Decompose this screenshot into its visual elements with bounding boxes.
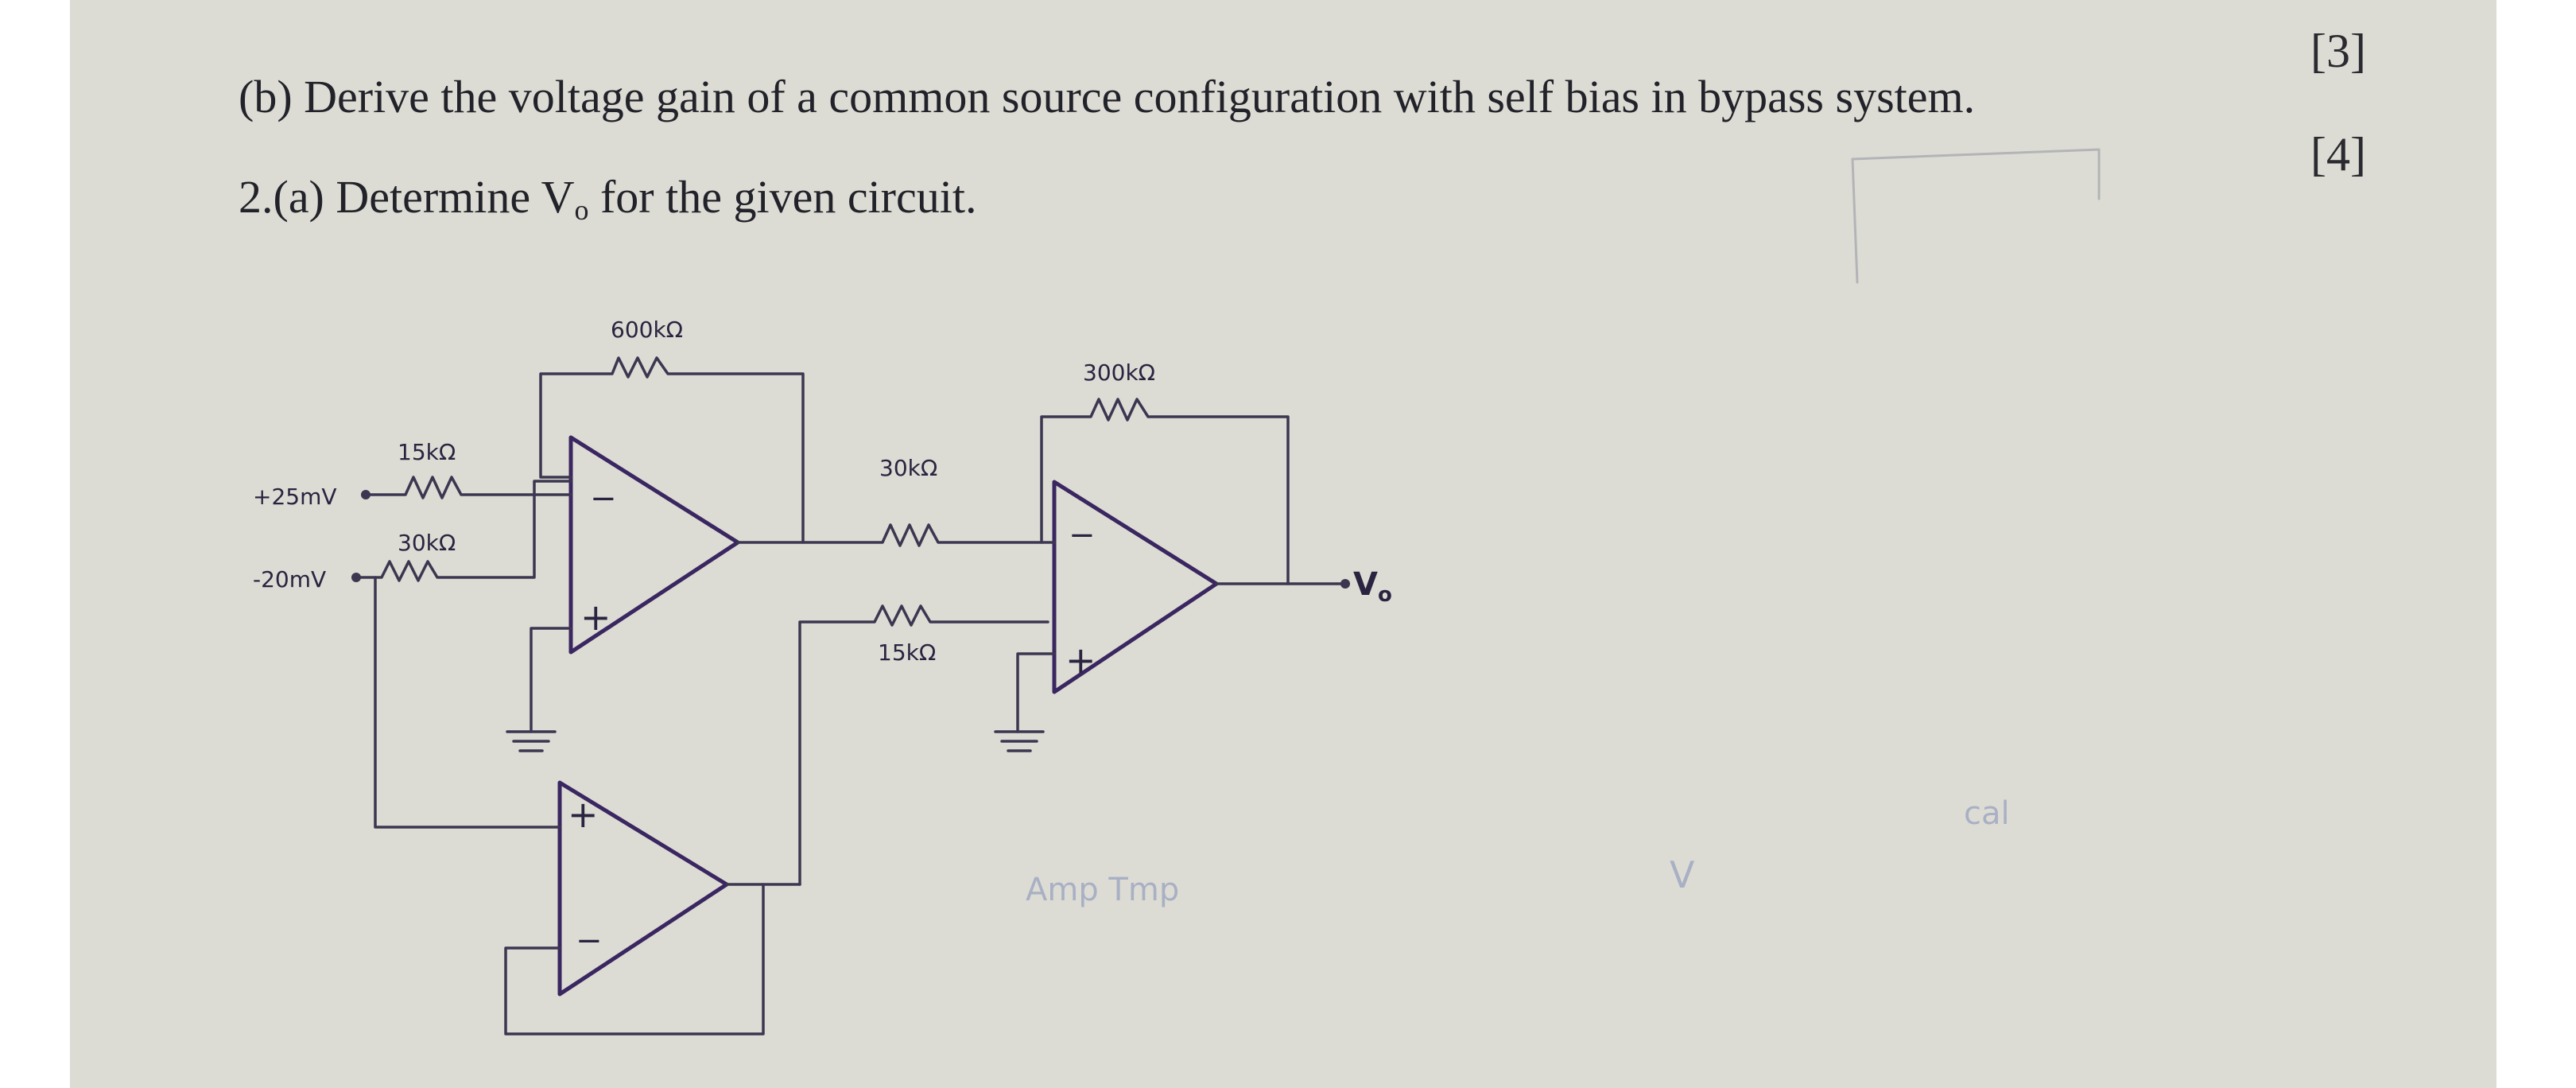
opamp-1 bbox=[568, 435, 740, 655]
label-input-2: -20mV bbox=[253, 566, 326, 593]
label-r-feedback-1: 600kΩ bbox=[611, 317, 683, 343]
wire-input-2 bbox=[355, 480, 572, 582]
question-2a-prefix: 2.(a) Determine V bbox=[239, 171, 575, 223]
question-b: (b) Derive the voltage gain of a common … bbox=[239, 71, 1976, 122]
opamp-3 bbox=[557, 780, 729, 997]
label-input-1: +25mV bbox=[253, 484, 337, 510]
label-r-in2: 30kΩ bbox=[398, 530, 456, 556]
question-2a-subscript: o bbox=[574, 193, 589, 226]
wire-opamp3-feedback bbox=[504, 883, 765, 1036]
ground-2 bbox=[994, 730, 1045, 752]
wire-opamp1-ground bbox=[530, 627, 572, 733]
label-output-sub: o bbox=[1378, 583, 1392, 607]
label-output: Vo bbox=[1353, 566, 1392, 607]
faint-text-2: V bbox=[1670, 853, 1695, 896]
marks-question-2a: [4] bbox=[2310, 128, 2366, 181]
label-r-mid-2: 15kΩ bbox=[878, 639, 936, 666]
label-output-v: V bbox=[1353, 566, 1378, 603]
label-r-in1: 15kΩ bbox=[398, 439, 456, 465]
label-r-feedback-2: 300kΩ bbox=[1083, 359, 1155, 386]
wire-input-1 bbox=[364, 476, 572, 499]
label-r-mid-1: 30kΩ bbox=[879, 455, 937, 481]
opamp1-minus: − bbox=[590, 480, 617, 517]
wire-feedback-300k bbox=[1040, 398, 1290, 585]
opamp2-plus: + bbox=[1065, 639, 1096, 682]
terminal-output bbox=[1340, 579, 1350, 589]
opamp-2 bbox=[1052, 480, 1219, 694]
opamp1-plus: + bbox=[580, 596, 611, 639]
question-2a: 2.(a) Determine Vo for the given circuit… bbox=[239, 170, 976, 227]
faint-text-1: Amp Tmp bbox=[1026, 872, 1179, 908]
wire-feedback-600k bbox=[539, 356, 805, 544]
wire-opamp2-ground bbox=[1016, 652, 1056, 733]
opamp3-minus: − bbox=[576, 923, 603, 959]
ground-1 bbox=[506, 730, 557, 752]
terminal-input-2 bbox=[351, 573, 361, 582]
question-2a-suffix: for the given circuit. bbox=[588, 171, 977, 223]
opamp3-plus: + bbox=[568, 793, 599, 836]
marks-question-b: [3] bbox=[2310, 25, 2366, 77]
terminal-input-1 bbox=[361, 490, 370, 499]
faint-text-3: cal bbox=[1964, 795, 2010, 832]
exam-sheet: (b) Derive the voltage gain of a common … bbox=[70, 0, 2496, 1088]
opamp2-minus: − bbox=[1069, 517, 1096, 554]
wire-mid-15k bbox=[798, 604, 1049, 886]
faint-box bbox=[1851, 148, 2101, 284]
wire-mid-30k bbox=[801, 523, 1056, 547]
wire-opamp3-plus bbox=[374, 576, 561, 829]
